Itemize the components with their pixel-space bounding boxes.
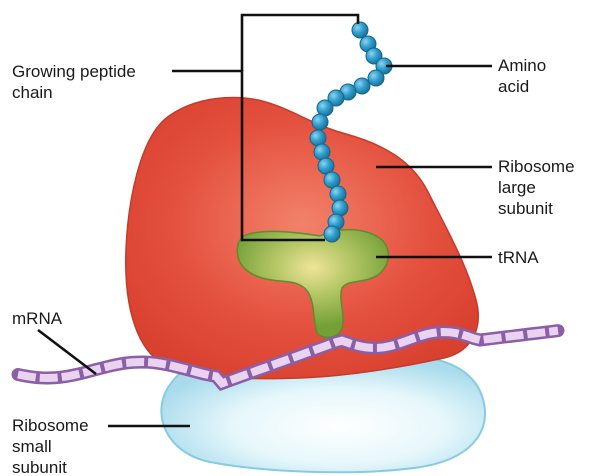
label-amino-acid: Amino acid	[498, 56, 551, 96]
label-trna: tRNA	[498, 248, 539, 267]
peptide-bracket-top-line	[242, 15, 358, 71]
amino-acid-bead	[324, 226, 340, 242]
mrna-leader-line	[38, 330, 96, 374]
amino-acid-bead	[312, 114, 328, 130]
amino-acid-bead	[330, 186, 346, 202]
amino-acid-bead	[314, 144, 330, 160]
label-growing-peptide-chain: Growing peptide chain	[12, 62, 141, 102]
label-ribosome-large-subunit: Ribosome large subunit	[498, 157, 579, 218]
amino-acid-bead	[310, 130, 326, 146]
amino-acid-bead	[332, 200, 348, 216]
amino-acid-bead	[352, 22, 368, 38]
label-ribosome-small-subunit: Ribosome small subunit	[12, 416, 93, 476]
label-mrna: mRNA	[12, 309, 63, 328]
amino-acid-bead	[368, 70, 384, 86]
